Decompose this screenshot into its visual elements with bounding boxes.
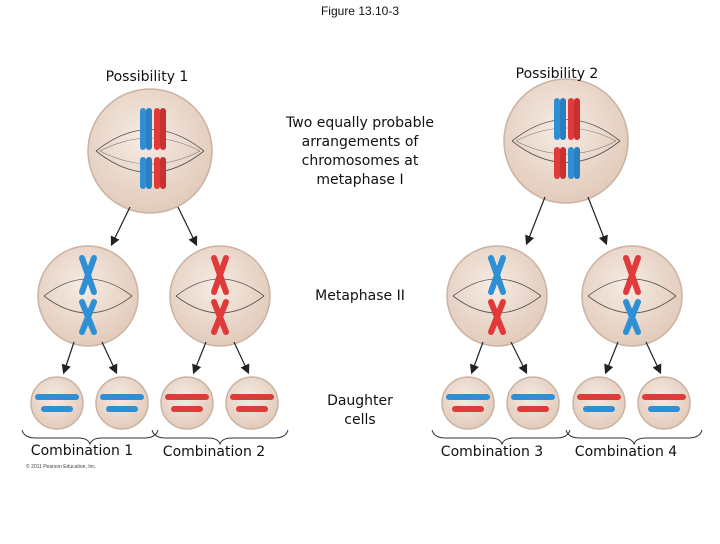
daughter-cells-label: Daughter cells xyxy=(300,392,420,430)
metaphase-II-label: Metaphase II xyxy=(315,288,405,304)
caption-line: Daughter xyxy=(327,393,393,409)
combination-3-label: Combination 3 xyxy=(440,444,544,460)
caption-line: cells xyxy=(344,412,376,428)
metaphase-II-cell-3 xyxy=(446,245,548,347)
caption-line: chromosomes at xyxy=(301,153,419,169)
arrow xyxy=(233,341,250,375)
metaphase-II-cell-1 xyxy=(37,245,139,347)
daughter-cell xyxy=(95,376,149,430)
metaphase-I-cell-possibility-2 xyxy=(503,78,629,204)
metaphase-II-cell-2 xyxy=(169,245,271,347)
bracket xyxy=(151,429,289,446)
arrow xyxy=(177,206,198,247)
combination-1-label: Combination 1 xyxy=(30,443,134,459)
arrow xyxy=(525,196,546,246)
metaphase-II-cell-4 xyxy=(581,245,683,347)
daughter-cell xyxy=(30,376,84,430)
arrow xyxy=(110,206,131,247)
daughter-cell xyxy=(225,376,279,430)
possibility-2-label: Possibility 2 xyxy=(515,66,599,82)
daughter-cell xyxy=(441,376,495,430)
bracket xyxy=(565,429,703,446)
arrow xyxy=(192,341,207,375)
bracket xyxy=(431,429,571,446)
daughter-cell xyxy=(572,376,626,430)
arrow xyxy=(587,196,608,246)
arrow xyxy=(645,341,662,375)
caption-line: arrangements of xyxy=(301,134,419,150)
combination-2-label: Combination 2 xyxy=(162,444,266,460)
metaphase-I-cell-possibility-1 xyxy=(87,88,213,214)
caption-line: metaphase I xyxy=(316,172,404,188)
daughter-cell xyxy=(506,376,560,430)
arrow xyxy=(469,341,484,375)
bracket xyxy=(21,429,159,446)
figure-label: Figure 13.10-3 xyxy=(320,4,400,18)
copyright-text: © 2011 Pearson Education, Inc. xyxy=(26,464,97,470)
arrow xyxy=(61,341,75,375)
arrow xyxy=(101,341,118,375)
combination-4-label: Combination 4 xyxy=(574,444,678,460)
metaphase-I-caption: Two equally probable arrangements of chr… xyxy=(252,114,468,190)
daughter-cell xyxy=(160,376,214,430)
daughter-cell xyxy=(637,376,691,430)
caption-line: Two equally probable xyxy=(286,115,434,131)
arrow xyxy=(604,341,619,375)
possibility-1-label: Possibility 1 xyxy=(105,69,189,85)
arrow xyxy=(510,341,528,375)
